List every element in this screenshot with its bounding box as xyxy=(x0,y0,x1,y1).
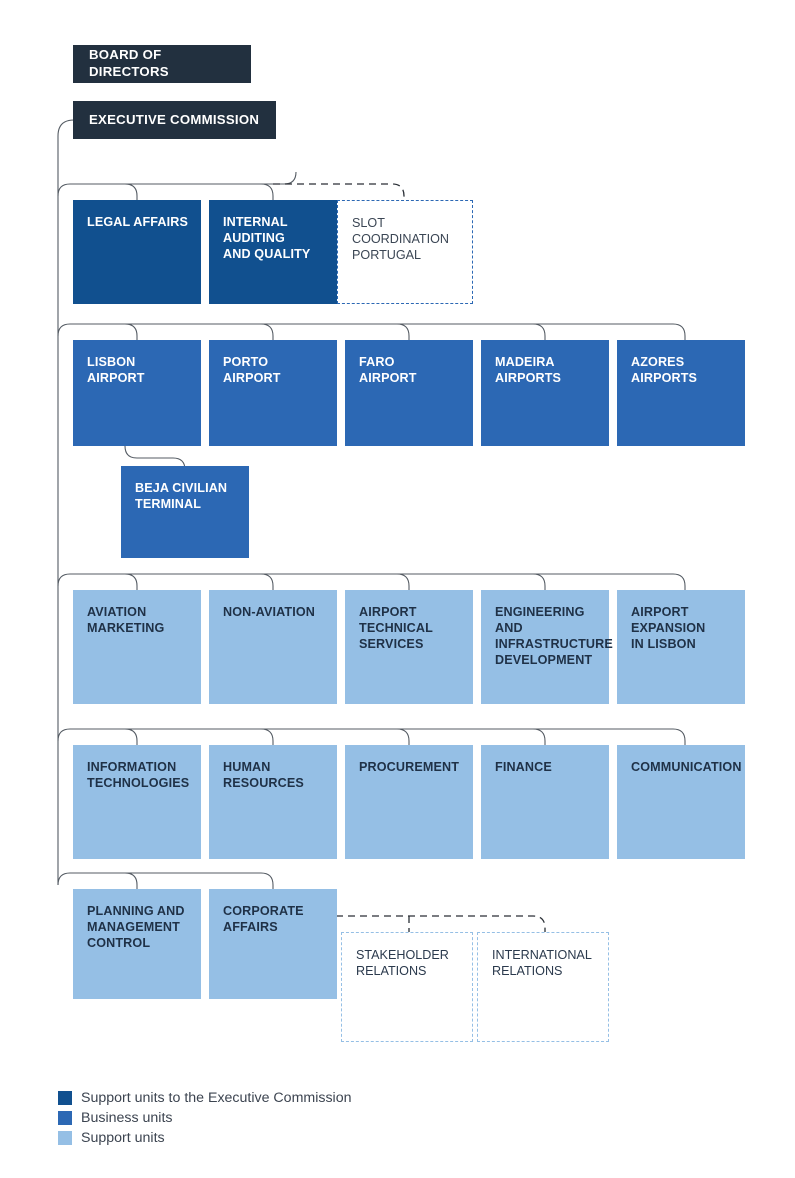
box-label: FINANCE xyxy=(495,760,552,774)
legend-swatch xyxy=(58,1111,72,1125)
box-aviation-marketing[interactable]: AVIATION MARKETING xyxy=(73,590,201,704)
box-label: PORTO AIRPORT xyxy=(223,355,281,386)
box-executive-commission[interactable]: EXECUTIVE COMMISSION xyxy=(73,101,276,139)
box-beja-civilian-terminal[interactable]: BEJA CIVILIAN TERMINAL xyxy=(121,466,249,558)
box-internal-auditing-and-quality[interactable]: INTERNAL AUDITING AND QUALITY xyxy=(209,200,337,304)
box-planning-and-management-control[interactable]: PLANNING AND MANAGEMENT CONTROL xyxy=(73,889,201,999)
box-label: CORPORATE AFFAIRS xyxy=(223,904,304,935)
box-faro-airport[interactable]: FARO AIRPORT xyxy=(345,340,473,446)
legend-item-business-units: Business units xyxy=(58,1108,351,1128)
legend-label: Support units to the Executive Commissio… xyxy=(81,1090,352,1106)
box-lisbon-airport[interactable]: LISBON AIRPORT xyxy=(73,340,201,446)
box-international-relations[interactable]: INTERNATIONAL RELATIONS xyxy=(477,932,609,1042)
box-label: AVIATION MARKETING xyxy=(87,605,165,636)
box-information-technologies[interactable]: INFORMATION TECHNOLOGIES xyxy=(73,745,201,859)
box-label: INFORMATION TECHNOLOGIES xyxy=(87,760,190,791)
box-label: LEGAL AFFAIRS xyxy=(87,215,188,229)
box-label: COMMUNICATION xyxy=(631,760,742,774)
box-engineering-and-infrastructure-development[interactable]: ENGINEERING AND INFRASTRUCTURE DEVELOPME… xyxy=(481,590,613,704)
box-label: INTERNAL AUDITING AND QUALITY xyxy=(223,215,311,262)
box-label: LISBON AIRPORT xyxy=(87,355,145,386)
box-madeira-airports[interactable]: MADEIRA AIRPORTS xyxy=(481,340,609,446)
box-label: FARO AIRPORT xyxy=(359,355,417,386)
box-label: ENGINEERING AND INFRASTRUCTURE DEVELOPME… xyxy=(495,605,613,668)
box-airport-technical-services[interactable]: AIRPORT TECHNICAL SERVICES xyxy=(345,590,473,704)
legend: Support units to the Executive Commissio… xyxy=(58,1088,351,1148)
box-label: HUMAN RESOURCES xyxy=(223,760,304,791)
box-label: PLANNING AND MANAGEMENT CONTROL xyxy=(87,904,185,951)
box-label: BOARD OF DIRECTORS xyxy=(89,47,169,79)
legend-label: Support units xyxy=(81,1130,165,1146)
legend-item-support-units: Support units xyxy=(58,1128,351,1148)
box-board-of-directors[interactable]: BOARD OF DIRECTORS xyxy=(73,45,251,83)
box-label: STAKEHOLDER RELATIONS xyxy=(356,948,449,979)
box-label: NON-AVIATION xyxy=(223,605,315,619)
box-legal-affairs[interactable]: LEGAL AFFAIRS xyxy=(73,200,201,304)
box-slot-coordination-portugal[interactable]: SLOT COORDINATION PORTUGAL xyxy=(337,200,473,304)
box-finance[interactable]: FINANCE xyxy=(481,745,609,859)
legend-swatch xyxy=(58,1131,72,1145)
legend-item-support-to-executive-commission: Support units to the Executive Commissio… xyxy=(58,1088,351,1108)
box-label: EXECUTIVE COMMISSION xyxy=(89,111,260,127)
box-label: AZORES AIRPORTS xyxy=(631,355,698,386)
legend-swatch xyxy=(58,1091,72,1105)
box-label: SLOT COORDINATION PORTUGAL xyxy=(352,216,450,263)
box-human-resources[interactable]: HUMAN RESOURCES xyxy=(209,745,337,859)
box-label: AIRPORT TECHNICAL SERVICES xyxy=(359,605,433,652)
box-communication[interactable]: COMMUNICATION xyxy=(617,745,745,859)
box-porto-airport[interactable]: PORTO AIRPORT xyxy=(209,340,337,446)
box-label: MADEIRA AIRPORTS xyxy=(495,355,562,386)
box-procurement[interactable]: PROCUREMENT xyxy=(345,745,473,859)
box-label: PROCUREMENT xyxy=(359,760,460,774)
box-corporate-affairs[interactable]: CORPORATE AFFAIRS xyxy=(209,889,337,999)
box-label: BEJA CIVILIAN TERMINAL xyxy=(135,481,228,512)
box-azores-airports[interactable]: AZORES AIRPORTS xyxy=(617,340,745,446)
box-label: AIRPORT EXPANSION IN LISBON xyxy=(631,605,706,652)
box-stakeholder-relations[interactable]: STAKEHOLDER RELATIONS xyxy=(341,932,473,1042)
box-non-aviation[interactable]: NON-AVIATION xyxy=(209,590,337,704)
box-label: INTERNATIONAL RELATIONS xyxy=(492,948,592,979)
box-airport-expansion-in-lisbon[interactable]: AIRPORT EXPANSION IN LISBON xyxy=(617,590,745,704)
legend-label: Business units xyxy=(81,1110,173,1126)
